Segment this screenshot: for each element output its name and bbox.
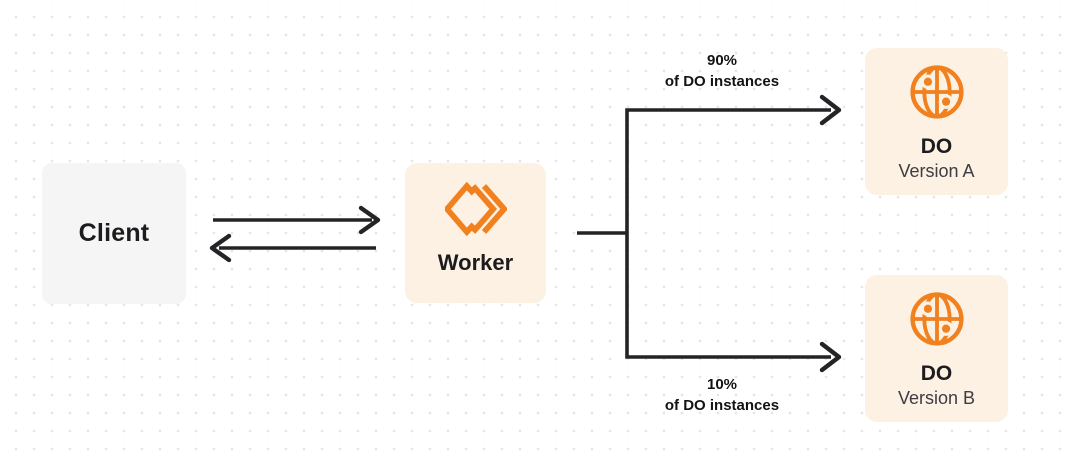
split-percent-90: 90%: [706, 52, 738, 69]
durable-object-globe-icon: [909, 65, 964, 119]
split-connector: [577, 108, 831, 359]
split-caption-90: of DO instances: [664, 73, 780, 90]
split-label-10: 10% of DO instances: [602, 374, 842, 416]
arrow-client-to-worker: [213, 205, 381, 235]
workers-logo-icon: [444, 181, 507, 237]
do-a-subtitle: Version A: [898, 161, 975, 181]
do-b-subtitle: Version B: [897, 388, 976, 408]
durable-object-globe-icon: [909, 292, 964, 346]
split-label-90: 90% of DO instances: [602, 50, 842, 92]
arrow-worker-to-client: [209, 233, 376, 263]
split-caption-10: of DO instances: [664, 397, 780, 414]
do-version-b-node: DO Version B: [865, 275, 1008, 422]
worker-label: Worker: [437, 250, 514, 275]
worker-node: Worker: [405, 163, 546, 303]
arrow-to-do-version-a: [819, 94, 842, 126]
do-b-title: DO: [920, 362, 953, 385]
arrow-to-do-version-b: [819, 341, 842, 373]
do-a-title: DO: [920, 135, 953, 158]
client-label: Client: [78, 219, 150, 247]
split-percent-10: 10%: [706, 376, 738, 393]
client-node: Client: [42, 163, 186, 304]
do-version-a-node: DO Version A: [865, 48, 1008, 195]
